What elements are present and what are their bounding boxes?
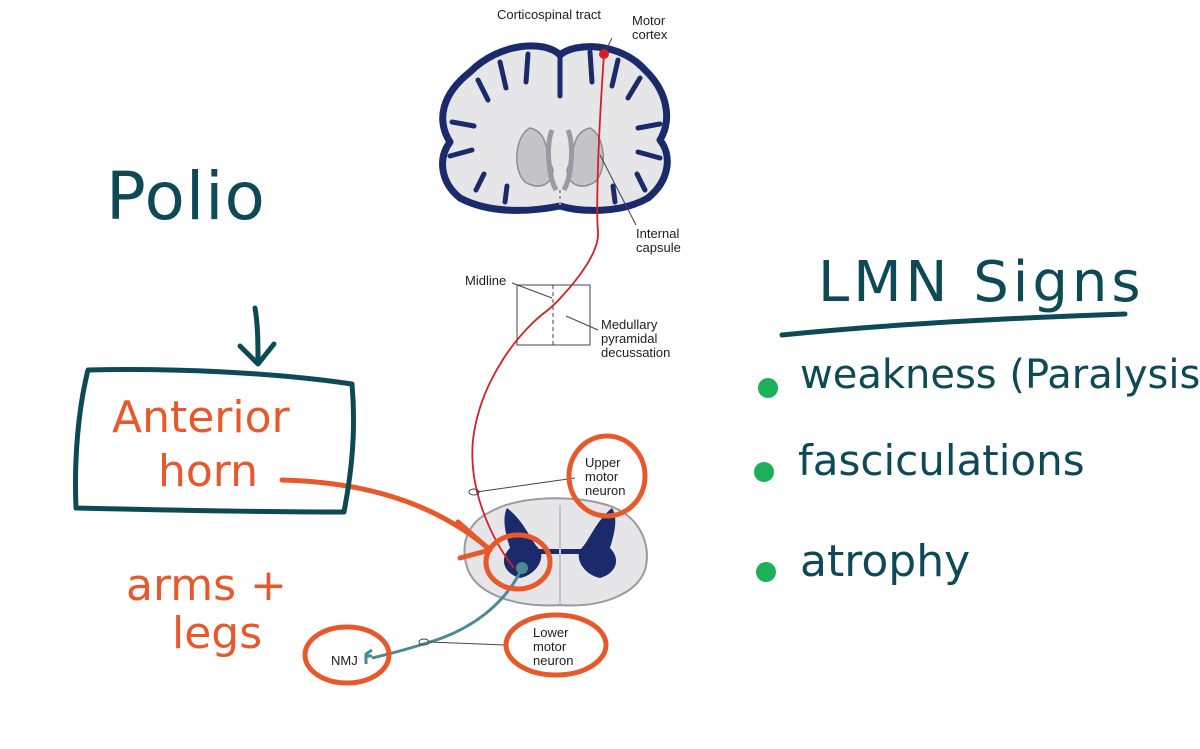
ventricles — [546, 129, 574, 192]
upper-motor-neuron-label: Upper motor neuron — [585, 455, 626, 498]
sign-atrophy: atrophy — [800, 536, 971, 587]
orange-annotations — [279, 433, 648, 686]
nmj-circle — [302, 624, 392, 686]
anterior-horn-box — [73, 367, 357, 515]
lower-motor-neuron-circle — [503, 612, 609, 678]
down-arrowhead — [237, 341, 277, 367]
midline-label: Midline — [465, 273, 507, 288]
horn-text: horn — [158, 446, 259, 497]
lmn-signs-title: LMN Signs — [818, 250, 1145, 315]
corticospinal-tract-label: Corticospinal tract — [497, 7, 602, 22]
down-arrow — [252, 305, 261, 365]
legs-text: legs — [172, 608, 263, 659]
nmj-terminal-icon — [364, 648, 373, 664]
basal-ganglia-left — [516, 127, 554, 187]
bullet-atrophy — [756, 562, 776, 582]
sign-fasciculations: fasciculations — [798, 436, 1085, 485]
leader-lines — [418, 37, 637, 646]
brain-section — [439, 42, 671, 214]
motor-cortex-label: Motor cortex — [632, 13, 668, 42]
corticospinal-tract — [471, 53, 605, 569]
bullet-fasciculations — [754, 462, 774, 482]
internal-capsule-label: Internal capsule — [636, 226, 681, 255]
lmn-underline — [779, 311, 1128, 338]
sign-weakness: weakness (Paralysis) — [800, 352, 1200, 398]
teal-annotations — [73, 305, 1128, 515]
upper-motor-neuron-circle — [566, 433, 648, 519]
arms-text: arms + — [126, 560, 287, 611]
spinal-cord — [463, 497, 648, 607]
bullet-weakness — [758, 378, 778, 398]
anterior-horn-arrowhead — [455, 519, 493, 561]
polio-heading: Polio — [106, 158, 266, 235]
gray-matter-right — [578, 508, 617, 578]
anterior-horn-circle — [483, 532, 553, 592]
brain-gyri — [447, 49, 663, 205]
gray-matter-left — [503, 508, 542, 578]
anterior-text: Anterior — [112, 392, 290, 443]
nmj-label: NMJ — [331, 653, 358, 668]
basal-ganglia-right — [566, 127, 604, 187]
lower-motor-neuron-label: Lower motor neuron — [533, 625, 574, 668]
medullary-decussation-label: Medullary pyramidal decussation — [601, 317, 671, 360]
